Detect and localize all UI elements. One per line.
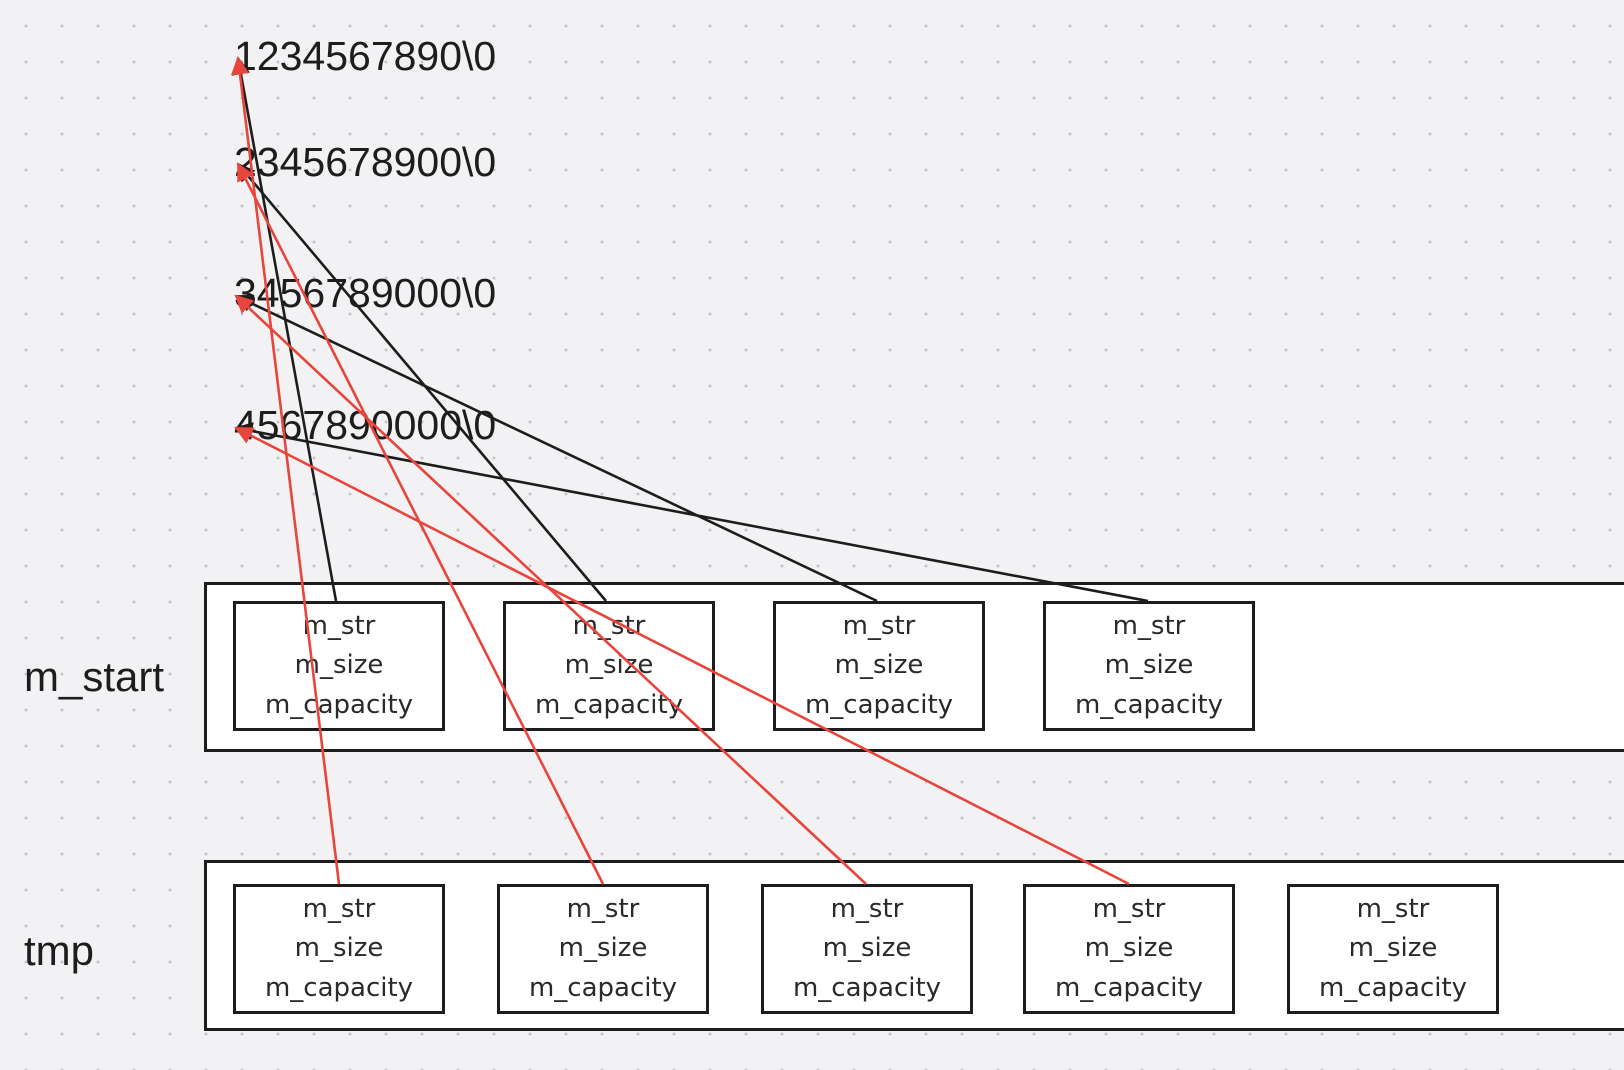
field-m-size: m_size <box>834 650 924 681</box>
string-literal-2: 2345678900\0 <box>234 139 497 185</box>
field-m-size: m_size <box>1104 650 1194 681</box>
field-m-str: m_str <box>302 611 376 642</box>
field-m-str: m_str <box>302 894 376 925</box>
tmp-element-3: m_str m_size m_capacity <box>761 884 973 1014</box>
tmp-element-1: m_str m_size m_capacity <box>233 884 445 1014</box>
field-m-capacity: m_capacity <box>1054 972 1204 1003</box>
tmp-element-2: m_str m_size m_capacity <box>497 884 709 1014</box>
field-m-capacity: m_capacity <box>264 689 414 720</box>
field-m-size: m_size <box>294 933 384 964</box>
field-m-capacity: m_capacity <box>1318 972 1468 1003</box>
field-m-str: m_str <box>572 611 646 642</box>
field-m-size: m_size <box>294 650 384 681</box>
string-literal-1: 1234567890\0 <box>234 33 497 79</box>
field-m-size: m_size <box>822 933 912 964</box>
m-start-element-4: m_str m_size m_capacity <box>1043 601 1255 731</box>
row-label-m-start: m_start <box>24 653 165 700</box>
m-start-element-3: m_str m_size m_capacity <box>773 601 985 731</box>
field-m-str: m_str <box>830 894 904 925</box>
tmp-element-5: m_str m_size m_capacity <box>1287 884 1499 1014</box>
tmp-element-4: m_str m_size m_capacity <box>1023 884 1235 1014</box>
m-start-pointer-arrow-3 <box>234 294 878 603</box>
string-literal-3: 3456789000\0 <box>234 270 497 316</box>
field-m-capacity: m_capacity <box>792 972 942 1003</box>
field-m-str: m_str <box>1092 894 1166 925</box>
m-start-element-2: m_str m_size m_capacity <box>503 601 715 731</box>
field-m-size: m_size <box>558 933 648 964</box>
field-m-size: m_size <box>564 650 654 681</box>
field-m-size: m_size <box>1348 933 1438 964</box>
field-m-capacity: m_capacity <box>528 972 678 1003</box>
row-label-tmp: tmp <box>24 927 95 974</box>
field-m-str: m_str <box>566 894 640 925</box>
field-m-str: m_str <box>1356 894 1430 925</box>
m-start-pointer-arrow-4 <box>234 422 1149 603</box>
string-literal-4: 4567890000\0 <box>234 402 497 448</box>
field-m-capacity: m_capacity <box>264 972 414 1003</box>
field-m-capacity: m_capacity <box>534 689 684 720</box>
field-m-capacity: m_capacity <box>804 689 954 720</box>
field-m-capacity: m_capacity <box>1074 689 1224 720</box>
m-start-pointer-arrow-2 <box>236 162 607 602</box>
m-start-element-1: m_str m_size m_capacity <box>233 601 445 731</box>
field-m-str: m_str <box>842 611 916 642</box>
field-m-str: m_str <box>1112 611 1186 642</box>
field-m-size: m_size <box>1084 933 1174 964</box>
